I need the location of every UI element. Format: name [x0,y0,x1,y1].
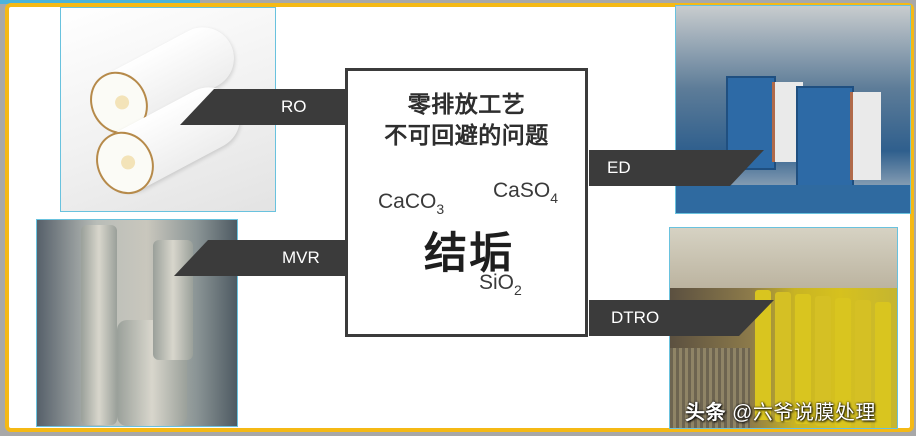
ed-stack-icon [726,76,776,170]
dtro-label-banner: DTRO [589,300,774,336]
dtro-column-icon [755,290,771,420]
ed-stack-icon [796,86,854,190]
ed-label: ED [607,158,631,177]
scaling-issue-box: 零排放工艺 不可回避的问题 CaCO3 CaSO4 结垢 SiO2 [345,68,588,337]
mvr-label: MVR [282,248,320,267]
mvr-label-banner: MVR [174,240,346,276]
watermark-handle: @六爷说膜处理 [732,402,876,424]
watermark: 头条 @六爷说膜处理 [685,396,876,425]
ed-label-banner: ED [589,150,764,186]
dtro-module-photo [669,227,898,429]
scaling-term: 结垢 [424,230,514,278]
watermark-platform: 头条 [685,402,726,424]
ro-label: RO [281,97,307,116]
top-accent-bar [0,0,200,4]
compound-sio2: SiO2 [479,271,522,298]
compound-caco3: CaCO3 [378,190,445,217]
mvr-evaporator-photo [36,219,238,427]
box-title-line2: 不可回避的问题 [384,122,549,148]
compound-caso4: CaSO4 [493,179,558,206]
evaporator-column-icon [81,225,117,425]
box-title-line1: 零排放工艺 [407,91,526,117]
dtro-label: DTRO [611,308,660,327]
